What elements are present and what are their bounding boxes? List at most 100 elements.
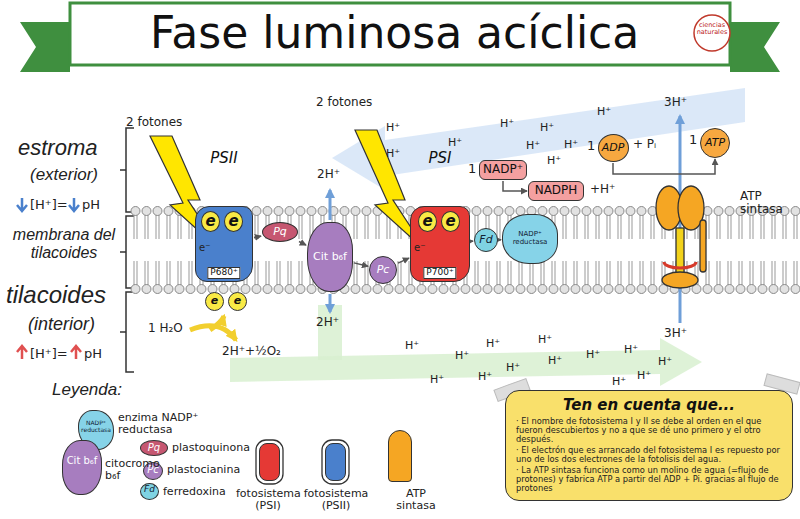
legend-icon-text: Fd xyxy=(140,485,159,495)
node-text: Pc xyxy=(377,264,390,276)
proton-gradient-bands-part xyxy=(230,338,702,386)
node-text: e xyxy=(234,295,241,307)
proton-label: H⁺ xyxy=(624,344,638,356)
electron-flow-arrow xyxy=(613,159,715,174)
node-subtext: P700⁺ xyxy=(423,267,456,279)
nadp-box: NADP⁺ xyxy=(479,160,527,180)
proton-label: H⁺ xyxy=(658,356,672,368)
proton-flow-arrows-part xyxy=(329,294,332,312)
ph-label: [H⁺]= xyxy=(30,347,68,361)
photon-label: 2 fotones xyxy=(316,96,372,109)
electron-flow-arrow xyxy=(471,240,473,242)
proton-label: H⁺ xyxy=(486,338,500,350)
node-text: NADPH xyxy=(535,184,578,197)
logo-text: ciencias naturales xyxy=(695,22,729,36)
water-label: 1 H₂O xyxy=(148,322,183,335)
ph-arrows xyxy=(17,198,81,359)
node-subtext: · El electrón que es arrancado del fotos… xyxy=(516,446,782,464)
nadph-box: NADPH xyxy=(528,181,584,201)
side-brackets-part xyxy=(120,292,134,372)
electron-label: e⁻ xyxy=(199,242,210,253)
electron-flow-arrow xyxy=(503,181,527,191)
proton-label: H⁺ xyxy=(586,349,600,361)
node-subtext: · El nombre de fotosistema I y II se deb… xyxy=(516,417,782,444)
electron-label: e⁻ xyxy=(414,242,425,253)
note-box: Ten en cuenta que... · El nombre de fotos… xyxy=(505,390,793,501)
region-label: membrana del tilacoides xyxy=(8,226,120,261)
node-text: e xyxy=(211,295,218,307)
node-text: PSII xyxy=(195,150,253,167)
proton-label: H⁺ xyxy=(538,334,552,346)
node-text: NADP⁺ xyxy=(483,163,523,176)
atp-synthase xyxy=(656,186,706,288)
node-subtext: · La ATP sintasa funciona como un molino… xyxy=(516,466,782,493)
proton-label: H⁺ xyxy=(430,374,444,386)
ph-label: pH xyxy=(84,347,102,361)
ph-label: [H⁺]= xyxy=(30,198,68,212)
phosphate-label: + Pᵢ xyxy=(633,138,656,151)
proton-label: +H⁺ xyxy=(590,183,615,196)
atp-circle: ATP xyxy=(700,128,730,158)
atp-synthase-part xyxy=(662,272,698,288)
node-text: e xyxy=(445,213,455,230)
node-text: Ten en cuenta que... xyxy=(516,397,782,414)
photosystem-ii: PSII P680⁺ ee xyxy=(195,150,253,282)
electron-flow-arrow xyxy=(354,263,368,266)
legend-text: fotosistema (PSI) xyxy=(236,488,300,512)
proton-label: H⁺ xyxy=(506,362,520,374)
light-bolts xyxy=(150,130,427,252)
legend-icon-shapes-part xyxy=(256,440,283,484)
legend-text: plastocianina xyxy=(167,464,257,476)
proton-label: H⁺ xyxy=(500,118,514,130)
proton-label: H⁺ xyxy=(386,122,400,134)
electron-flow-arrow xyxy=(254,236,261,238)
proton-gradient-bands-part xyxy=(318,305,342,360)
node-text: Cit b₆f xyxy=(313,251,347,263)
proton-label: H⁺ xyxy=(547,155,561,167)
legend-icon-shapes xyxy=(256,440,349,484)
ph-label: pH xyxy=(82,198,100,212)
node-subtext: P680⁺ xyxy=(207,267,240,279)
legend-swatch xyxy=(259,443,280,481)
title-banner-part xyxy=(694,15,730,51)
proton-label: H⁺ xyxy=(526,140,540,152)
ferredoxin: Fd xyxy=(474,228,498,252)
coefficient: 1 xyxy=(468,162,476,176)
legend-text: ATP sintasa xyxy=(392,488,440,512)
legend-icon-text: Cit b₆f xyxy=(63,455,101,466)
plastoquinone: Pq xyxy=(262,222,298,242)
electron: e xyxy=(201,211,220,232)
title-banner-part xyxy=(730,22,780,72)
atp-synthase-part xyxy=(700,220,706,272)
node-text: ATP xyxy=(705,137,725,149)
node-text: ADP xyxy=(602,142,625,154)
proton-label: H⁺ xyxy=(478,371,492,383)
legend-text: enzima NADP⁺ reductasa xyxy=(118,412,204,436)
proton-label: 3H⁺ xyxy=(664,327,687,340)
proton-label: 3H⁺ xyxy=(664,96,687,109)
proton-label: H⁺ xyxy=(448,137,462,149)
plastocyanin: Pc xyxy=(369,256,397,284)
nadp-reductase: NADP⁺ reductasa xyxy=(502,214,558,264)
ph-arrows-part xyxy=(69,198,79,211)
proton-label: H⁺ xyxy=(386,148,400,160)
ph-arrows-part xyxy=(17,346,27,359)
electron: e xyxy=(418,211,437,232)
electron: e xyxy=(228,292,247,311)
water-splitting-arrow-part xyxy=(210,316,224,330)
adp-circle: ADP xyxy=(598,134,629,162)
electron: e xyxy=(205,292,224,311)
water-splitting-arrow xyxy=(190,316,236,340)
side-brackets-part xyxy=(120,128,134,212)
legend-icon-text: NADP⁺ reductasa xyxy=(79,420,113,433)
region-label: estroma xyxy=(18,136,97,160)
part-label: ATP sintasa xyxy=(740,190,792,216)
cytochrome-b6f: Cit b₆f xyxy=(307,222,353,292)
node-text: e xyxy=(228,213,238,230)
legend-text: citocromo b₆f xyxy=(105,458,165,482)
proton-flow-arrows-part xyxy=(329,190,332,220)
legend-swatch xyxy=(325,443,346,481)
electron: e xyxy=(224,211,243,232)
proton-label: H⁺ xyxy=(564,139,578,151)
photon-label: 2 fotones xyxy=(126,116,182,129)
